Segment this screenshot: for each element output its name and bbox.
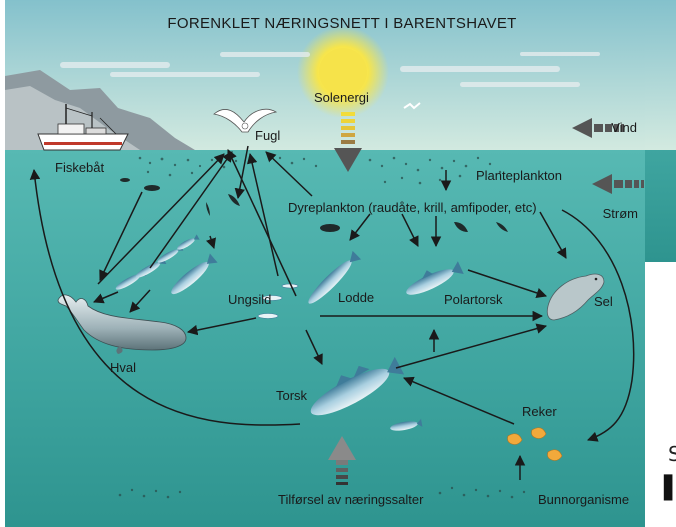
- label-tilforsel: Tilførsel av næringssalter: [278, 492, 424, 507]
- label-ungsild: Ungsild: [228, 292, 271, 307]
- label-vind: Vind: [611, 120, 637, 135]
- label-strom: Strøm: [603, 206, 638, 221]
- label-bunnorganisme: Bunnorganisme: [538, 492, 629, 507]
- label-fiskebat: Fiskebåt: [55, 160, 105, 175]
- label-lodde: Lodde: [338, 290, 374, 305]
- sky-edge: [645, 0, 676, 150]
- cropped-edge-text: S: [668, 442, 676, 466]
- label-reker: Reker: [522, 404, 557, 419]
- label-hval: Hval: [110, 360, 136, 375]
- label-planteplankton: Planteplankton: [476, 168, 562, 183]
- label-fugl: Fugl: [255, 128, 280, 143]
- label-dyreplankton: Dyreplankton (raudåte, krill, amfipoder,…: [288, 200, 537, 215]
- label-sel: Sel: [594, 294, 613, 309]
- label-polartorsk: Polartorsk: [444, 292, 503, 307]
- diagram-title: FORENKLET NÆRINGSNETT I BARENTSHAVET: [167, 15, 516, 32]
- cropped-edge-mark: ▌: [664, 478, 676, 500]
- sun: [319, 48, 367, 96]
- label-solenergi: Solenergi: [314, 90, 369, 105]
- label-torsk: Torsk: [276, 388, 308, 403]
